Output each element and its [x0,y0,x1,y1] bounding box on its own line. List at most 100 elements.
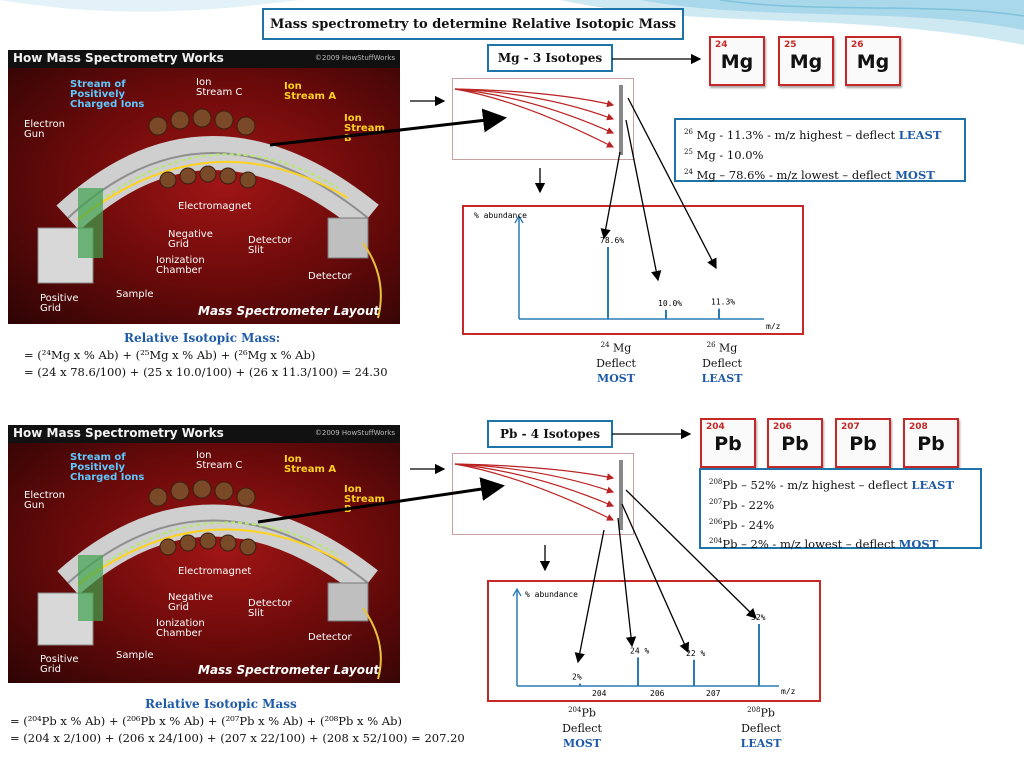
label-electron-gun: Electron Gun [24,119,66,140]
spectrum-ylabel: % abundance [474,211,527,220]
calc-title: Relative Isotopic Mass [145,697,297,711]
pb-calculation: Relative Isotopic Mass = (²⁰⁴Pb x % Ab) … [10,696,480,747]
deflection-paths [454,460,623,530]
tile-mass-number: 207 [841,422,860,432]
calc-formula: = (²⁴Mg x % Ab) + (²⁵Mg x % Ab) + (²⁶Mg … [24,348,316,362]
mg-calculation: Relative Isotopic Mass: = (²⁴Mg x % Ab) … [24,330,404,381]
mg-mass-spectrum: % abundance m/z 78.6% 10.0% 11.3% [462,205,804,335]
pb-deflect-most: 204Pb Deflect MOST [554,703,610,751]
mg-deflect-most: 24 Mg Deflect MOST [588,338,644,386]
isotope-symbol: Mg [719,341,738,355]
isotope-symbol: Pb [581,706,596,720]
info-text: Mg - 10.0% [692,147,764,162]
spectrum-xlabel: m/z [766,322,781,331]
mass-spectrometer-diagram: How Mass Spectrometry Works ©2009 HowStu… [8,50,400,324]
mass-sup: 204 [568,706,582,714]
mass-sup: 206 [709,517,723,526]
pb-206-tile: 206 Pb [767,418,823,468]
label-electron-gun: Electron Gun [24,490,66,511]
peak-label: 78.6% [600,236,624,245]
peak-label: 2% [572,673,582,682]
tick-label: 206 [650,689,665,698]
tile-mass-number: 26 [851,40,864,50]
label-layout: Mass Spectrometer Layout [198,304,380,318]
pb-info-line: 207Pb - 22% [709,494,972,514]
isotope-symbol: Mg [613,341,632,355]
spectrum-ylabel: % abundance [525,590,578,599]
pb-isotopes-header: Pb - 4 Isotopes [487,420,613,448]
peak-label: 24 % [630,646,649,655]
label-layout: Mass Spectrometer Layout [198,663,380,677]
deflect-emphasis: MOST [597,371,635,385]
calc-result: = (204 x 2/100) + (206 x 24/100) + (207 … [10,731,465,745]
diagram-copyright: ©2009 HowStuffWorks [314,429,395,437]
calc-result: = (24 x 78.6/100) + (25 x 10.0/100) + (2… [24,365,388,379]
pb-deflect-least: 208Pb Deflect LEAST [733,703,789,751]
diagram-body: Stream of Positively Charged Ions Ion St… [8,443,400,683]
deflect-word: Deflect [702,356,742,370]
label-sample: Sample [116,650,154,661]
label-electromagnet: Electromagnet [178,566,252,577]
tile-symbol: Pb [849,433,877,455]
label-negative-grid: Negative Grid [168,229,213,250]
deflect-isotope: 208Pb [733,703,789,721]
calc-formula: = (²⁰⁴Pb x % Ab) + (²⁰⁶Pb x % Ab) + (²⁰⁷… [10,714,402,728]
mass-sup: 208 [709,478,723,486]
tile-symbol: Mg [789,51,823,73]
mg-25-tile: 25 Mg [778,36,834,86]
label-detector: Detector [308,271,352,282]
mass-sup: 207 [709,497,723,506]
tile-mass-number: 25 [784,40,797,50]
tile-symbol: Mg [856,51,890,73]
info-emphasis: MOST [895,167,935,182]
peak-label: 11.3% [711,298,735,307]
tile-symbol: Mg [720,51,754,73]
diagram-header: How Mass Spectrometry Works ©2009 HowStu… [8,425,400,444]
peak-label: 52% [751,613,766,622]
mass-sup: 24 [684,167,693,176]
label-detector: Detector [308,632,352,643]
label-positive-grid: Positive Grid [40,293,79,314]
info-emphasis: MOST [898,537,939,552]
pb-208-tile: 208 Pb [903,418,959,468]
mass-sup: 208 [747,706,761,714]
pb-info-line: 206Pb - 24% [709,514,972,534]
label-positive-grid: Positive Grid [40,654,79,675]
mg-info-line: 24 Mg – 78.6% - m/z lowest – deflect MOS… [684,164,956,184]
deflect-isotope: 204Pb [554,703,610,721]
info-text: Mg - 11.3% - m/z highest – deflect [692,127,899,142]
slide-title: Mass spectrometry to determine Relative … [262,8,684,40]
deflect-emphasis: MOST [563,736,601,750]
tile-symbol: Pb [781,433,809,455]
diagram-body: Stream of Positively Charged Ions Ion St… [8,68,400,324]
label-ion-stream-c: Ion Stream C [196,450,243,471]
tile-mass-number: 206 [773,422,792,432]
mass-spectrometer-diagram-2: How Mass Spectrometry Works ©2009 HowStu… [8,425,400,683]
info-emphasis: LEAST [911,477,955,492]
info-text: Pb – 52% - m/z highest – deflect [722,477,912,492]
label-ion-stream-b: Ion Stream B [344,113,385,144]
mass-sup: 204 [709,537,723,546]
pb-info-line: 208Pb – 52% - m/z highest – deflect LEAS… [709,474,972,494]
peak-label: 22 % [686,649,705,658]
diagram-header: How Mass Spectrometry Works ©2009 HowStu… [8,50,400,69]
deflect-word: Deflect [596,356,636,370]
pb-isotope-info: 208Pb – 52% - m/z highest – deflect LEAS… [699,468,982,552]
label-ion-stream-a: Ion Stream A [284,454,337,475]
mass-sup: 26 [684,128,693,136]
deflect-emphasis: LEAST [701,371,743,385]
isotope-symbol: Pb [760,706,775,720]
tile-symbol: Pb [917,433,945,455]
mg-deflection-diagram [452,78,634,160]
tile-mass-number: 204 [706,422,725,432]
peak-label: 10.0% [658,299,682,308]
info-text: Mg – 78.6% - m/z lowest – deflect [692,167,896,182]
mg-isotope-info: 26 Mg - 11.3% - m/z highest – deflect LE… [674,118,966,182]
spectrometer-illustration [37,479,382,680]
tile-mass-number: 24 [715,40,728,50]
label-detector-slit: Detector Slit [248,598,292,619]
info-emphasis: LEAST [898,127,942,142]
label-detector-slit: Detector Slit [248,235,292,256]
mg-24-tile: 24 Mg [709,36,765,86]
